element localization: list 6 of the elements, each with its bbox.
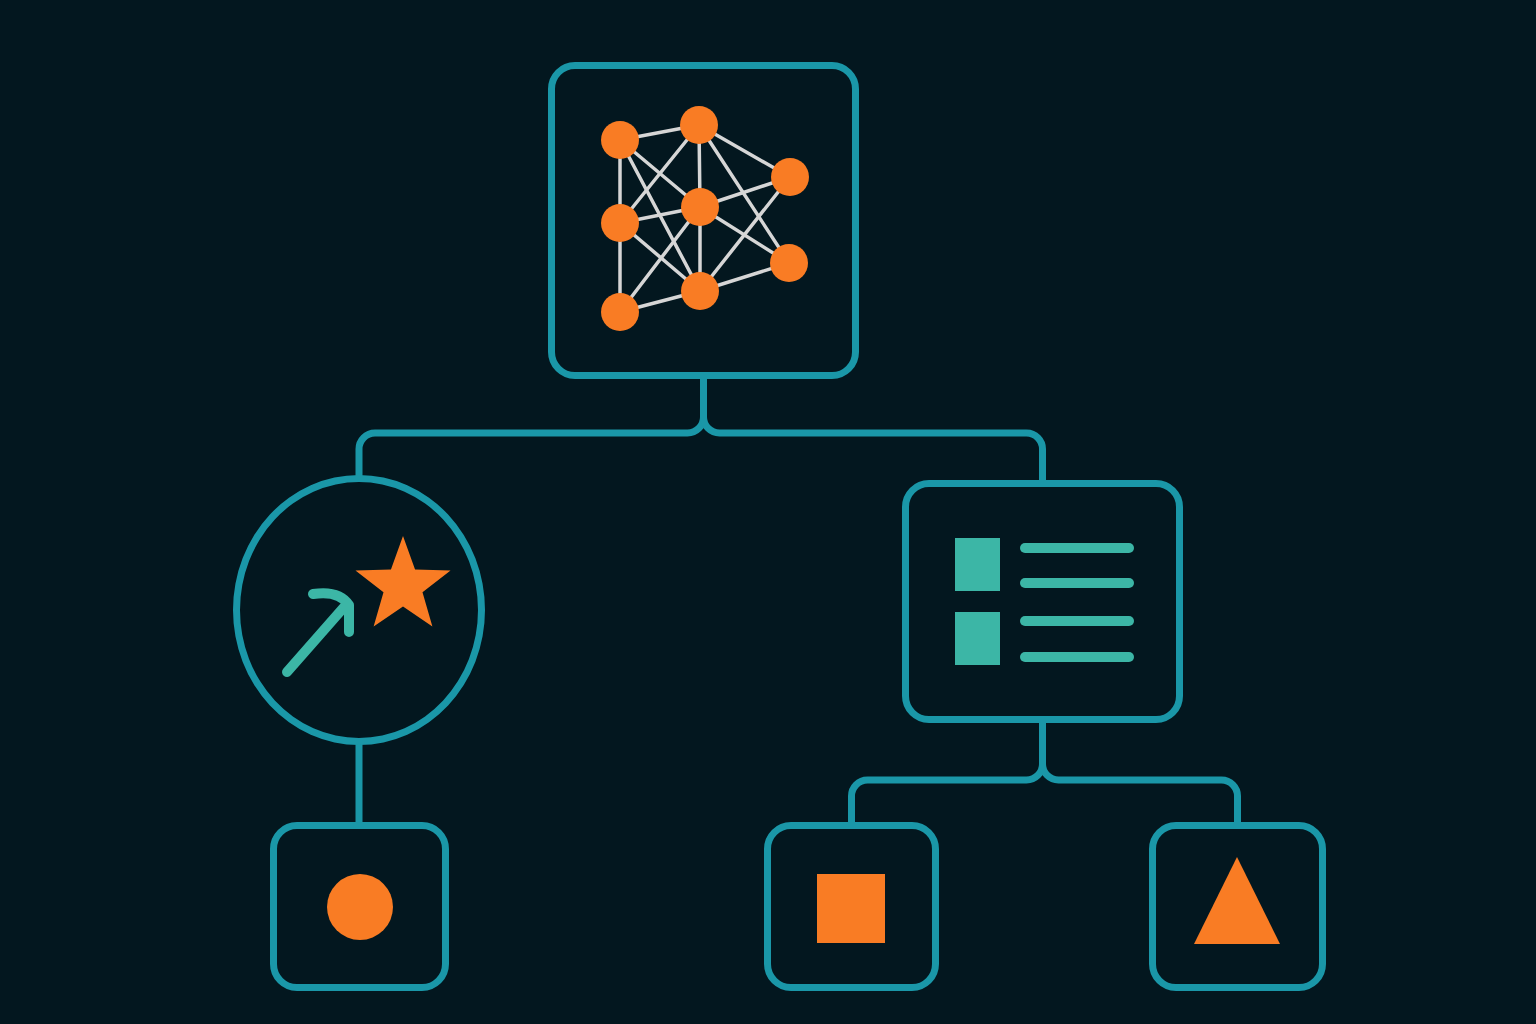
rounded-box [1149,822,1326,991]
circle-node [233,475,485,745]
rounded-box [548,62,859,379]
rounded-box [764,822,939,991]
rounded-box [270,822,449,991]
rounded-box [902,480,1183,723]
